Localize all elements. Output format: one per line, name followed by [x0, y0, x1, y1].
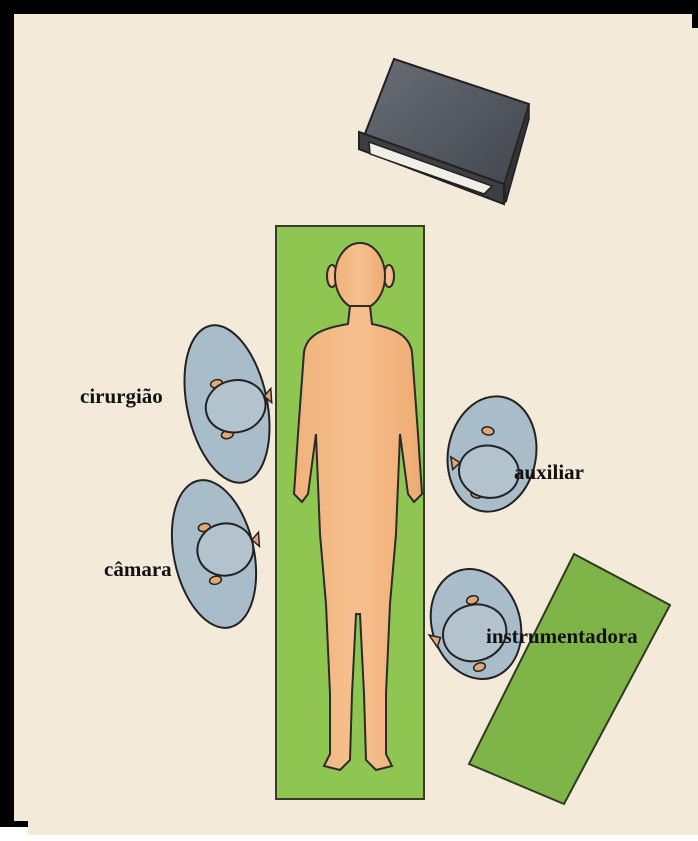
label-surgeon: cirurgião [80, 386, 163, 407]
label-assistant: auxiliar [514, 462, 584, 483]
label-camera: câmara [104, 559, 172, 580]
operating-room-diagram [14, 14, 698, 841]
label-scrub-nurse: instrumentadora [486, 626, 638, 647]
